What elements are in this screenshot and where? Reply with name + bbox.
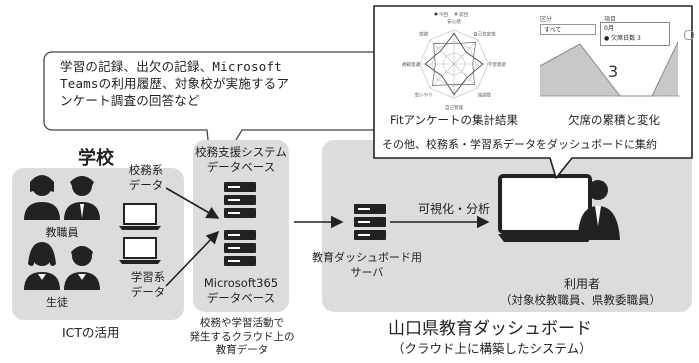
- staff-person-icon: [24, 175, 100, 220]
- ict-label: ICTの活用: [62, 325, 120, 340]
- ms365-db-label: Microsoft365 データベース: [203, 276, 279, 305]
- absence-caption: 欠席の累積と変化: [568, 113, 660, 127]
- admin-db-label: 校務支援システム データベース: [195, 145, 287, 174]
- admin-data-label: 校務系 データ: [128, 163, 164, 192]
- radar-legend-label: 前回: [459, 11, 468, 18]
- area-chart-svg: [540, 41, 680, 97]
- database-panel: [193, 140, 289, 312]
- fit-caption: Fitアンケートの集計結果: [390, 113, 519, 127]
- student-person-icon: [24, 242, 100, 290]
- tooltip-header: 項目: [604, 16, 617, 23]
- radar-legend-marker: [454, 12, 458, 16]
- dashboard-subtitle: （クラウド上に構築したシステム）: [392, 341, 592, 356]
- radar-axis-label: 感謝: [419, 31, 428, 38]
- radar-axis-label: 安心感: [447, 18, 461, 25]
- radar-axis-label: 思いやり: [415, 91, 433, 98]
- filter-select[interactable]: すべて: [540, 24, 596, 35]
- admin-db-server-icon: [224, 182, 256, 218]
- radar-axis-label: 自己管理: [445, 104, 463, 111]
- user-label: 利用者: [564, 277, 601, 291]
- ms365-server-icon: [224, 230, 256, 266]
- big-number: 3: [608, 62, 619, 81]
- user-note: （対象校教職員、県教委職員）: [500, 293, 661, 307]
- radar-series: [424, 32, 484, 96]
- admin-laptop-icon: [119, 203, 161, 230]
- school-title: 学校: [78, 148, 114, 169]
- learning-laptop-icon: [119, 237, 161, 264]
- absence-chart: 区分 項目 すべて: [540, 12, 686, 104]
- radar-axis-label: 自己肯定感: [473, 31, 496, 38]
- radar-legend-marker: [434, 12, 438, 16]
- dashboard-title: 山口県教育ダッシュボード: [388, 319, 592, 339]
- radar-axis-label: 協調性: [478, 91, 492, 98]
- dashboard-server-icon: [354, 204, 386, 240]
- dashboard-server-label: 教育ダッシュボード用 サーバ: [312, 251, 422, 279]
- callout-text: 学習の記録、出欠の記録、Microsoft Teamsの利用履歴、対象校が実施す…: [60, 59, 290, 108]
- scroll-indicator[interactable]: [684, 30, 694, 40]
- staff-label: 教職員: [45, 226, 79, 239]
- ms365-note: 校務や学習活動で 発生するクラウド上の 教育データ: [189, 317, 295, 356]
- radar-axis-label: 学習意欲: [488, 61, 506, 68]
- students-label: 生徒: [46, 296, 68, 309]
- filter-header: 区分: [540, 16, 553, 23]
- radar-axis-label: 規範意識: [402, 61, 420, 68]
- flow-label: 可視化・分析: [418, 202, 491, 216]
- user-laptop-icon: [498, 174, 620, 242]
- learning-data-label: 学習系 データ: [130, 270, 166, 299]
- radar-legend-label: 今回: [439, 11, 448, 18]
- tooltip-box: 0月 ● 欠席日数 3: [600, 22, 670, 46]
- screen-summary: その他、校務系・学習系データをダッシュボードに集約: [382, 138, 657, 151]
- radar-series: [431, 41, 477, 87]
